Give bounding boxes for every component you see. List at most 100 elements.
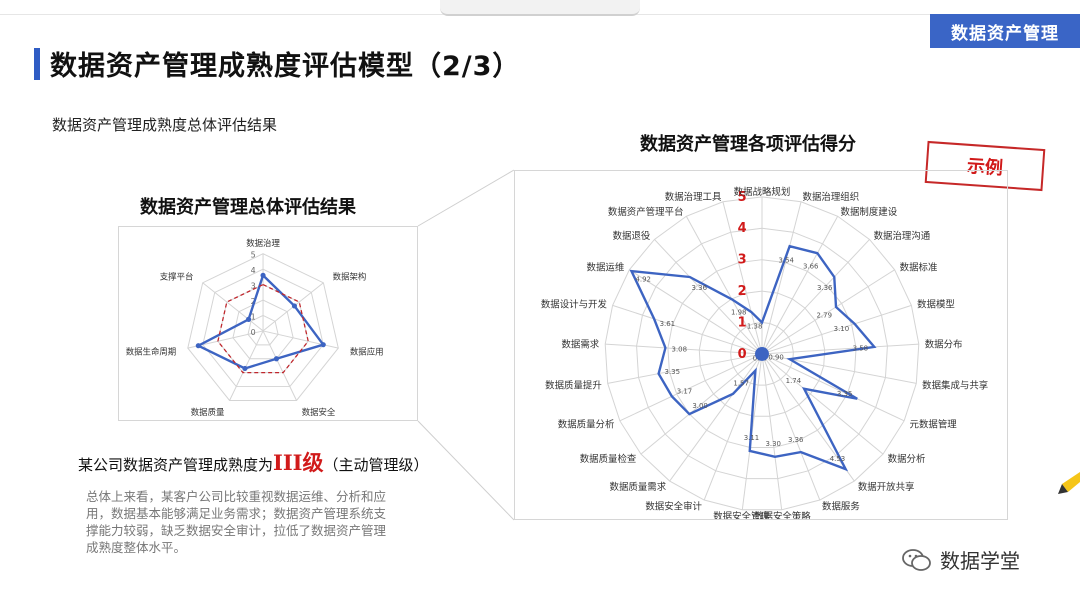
tick-label: 4	[251, 266, 256, 275]
axis-label: 数据集成与共享	[922, 379, 988, 391]
maturity-statement: 某公司数据资产管理成熟度为III级（主动管理级）	[78, 447, 429, 477]
axis-label: 数据质量需求	[610, 481, 667, 493]
data-value-label: 4.53	[830, 455, 845, 463]
grid-spoke	[229, 330, 264, 401]
data-value-label: 3.11	[744, 434, 759, 442]
tick-label: 1	[738, 316, 747, 331]
pencil-icon[interactable]	[1058, 468, 1080, 504]
page-title: 数据资产管理成熟度评估模型（2/3）	[50, 51, 521, 82]
data-value-label: 3.61	[660, 320, 675, 328]
grid-spoke	[761, 216, 839, 355]
axis-label: 数据标准	[900, 262, 938, 274]
axis-label: 数据设计与开发	[541, 299, 608, 311]
grid-ring	[202, 268, 324, 388]
data-value-label: 1.57	[733, 380, 748, 388]
data-point	[245, 316, 252, 322]
data-point	[195, 343, 201, 349]
grid-spoke	[640, 353, 763, 455]
grid-spoke	[761, 353, 884, 455]
data-value-label: 3.35	[837, 390, 852, 398]
maturity-prefix: 某公司数据资产管理成熟度为	[78, 456, 274, 474]
axis-label: 数据质量提升	[545, 379, 602, 391]
summary-text: 总体上来看，某客户公司比较重视数据运维、分析和应用，数据基本能够满足业务需求；数…	[86, 489, 387, 555]
grid-spoke	[607, 353, 763, 384]
grid-ring	[232, 299, 294, 360]
grid-spoke	[654, 239, 763, 355]
axis-label: 数据治理组织	[803, 191, 860, 203]
axis-label: 数据服务	[822, 501, 860, 513]
tick-label: 1	[251, 312, 256, 321]
overall-chart-title: 数据资产管理总体评估结果	[140, 197, 356, 218]
data-value-label: 3.08	[672, 346, 687, 354]
grid-ring	[187, 253, 339, 401]
axis-label: 元数据管理	[910, 418, 958, 430]
axis-label: 数据开放共享	[858, 481, 915, 493]
page-subtitle: 数据资产管理成熟度总体评估结果	[52, 116, 278, 134]
reference-series-line	[217, 283, 309, 374]
tick-label: 5	[251, 251, 256, 260]
axis-label: 数据需求	[561, 339, 599, 351]
grid-spoke	[761, 353, 821, 501]
grid-spoke	[202, 282, 264, 332]
axis-label: 数据生命周期	[126, 347, 176, 357]
data-value-label: 1.98	[731, 309, 746, 317]
data-point	[242, 365, 248, 372]
grid-spoke	[612, 304, 763, 355]
axis-label: 支撑平台	[160, 271, 194, 281]
series-line	[195, 273, 326, 370]
axis-label: 数据模型	[917, 299, 955, 311]
data-value-label: 3.66	[803, 262, 818, 270]
tick-label: 3	[251, 282, 256, 291]
data-point	[273, 356, 280, 362]
data-value-label: 3.36	[692, 284, 707, 292]
axis-label: 数据架构	[333, 271, 367, 281]
axis-label: 数据运维	[587, 262, 625, 274]
tick-label: 0	[251, 328, 256, 337]
data-value-label: 3.36	[817, 284, 832, 292]
detail-chart-title: 数据资产管理各项评估得分	[640, 134, 856, 155]
grid-spoke	[761, 201, 802, 355]
grid-ring	[698, 290, 826, 417]
data-value-label: 2.79	[817, 311, 832, 319]
detail-radar-chart: 012345数据战略规划数据治理组织数据制度建设数据治理沟通数据标准数据模型数据…	[514, 170, 1008, 520]
maturity-level: III级	[273, 450, 324, 475]
data-value-label: 3.35	[665, 368, 680, 376]
axis-label: 数据质量分析	[558, 418, 615, 430]
grid-spoke	[761, 353, 855, 482]
grid-spoke	[669, 353, 763, 482]
grid-spoke	[761, 353, 905, 422]
data-value-label: 4.92	[635, 276, 650, 284]
grid-spoke	[761, 239, 870, 355]
axis-label: 数据治理沟通	[874, 230, 931, 242]
axis-label: 数据治理	[246, 238, 280, 248]
maturity-suffix: （主动管理级）	[323, 456, 429, 474]
axis-label: 数据制度建设	[841, 206, 898, 218]
axis-label: 数据安全审计	[645, 501, 702, 513]
grid-spoke	[262, 330, 297, 401]
tick-label: 2	[738, 284, 747, 299]
axis-label: 数据安全	[302, 407, 336, 417]
axis-label: 数据资产管理平台	[608, 206, 684, 218]
window-tab-handle[interactable]	[440, 0, 640, 16]
wechat-icon	[902, 548, 931, 571]
data-value-label: 3.58	[853, 345, 868, 353]
grid-ring	[247, 314, 279, 346]
series-line	[629, 244, 877, 472]
grid-spoke	[761, 353, 783, 510]
axis-label: 数据治理工具	[665, 191, 722, 203]
axis-label: 数据质量	[191, 407, 225, 417]
data-value-label: 1.38	[747, 322, 762, 330]
connector-line-bottom	[417, 420, 515, 521]
axis-label: 数据安全管理	[713, 511, 770, 520]
grid-spoke	[761, 343, 919, 355]
data-value-label: 3.30	[766, 440, 781, 448]
grid-spoke	[605, 343, 763, 355]
axis-label: 数据安全策略	[754, 511, 811, 520]
grid-ring	[604, 196, 920, 511]
tick-label: 4	[738, 221, 747, 236]
wechat-watermark: 数据学堂	[902, 545, 1020, 574]
data-value-label: 3.10	[834, 325, 849, 333]
axis-label: 数据质量检查	[580, 453, 637, 465]
tick-label: 0	[738, 347, 747, 362]
